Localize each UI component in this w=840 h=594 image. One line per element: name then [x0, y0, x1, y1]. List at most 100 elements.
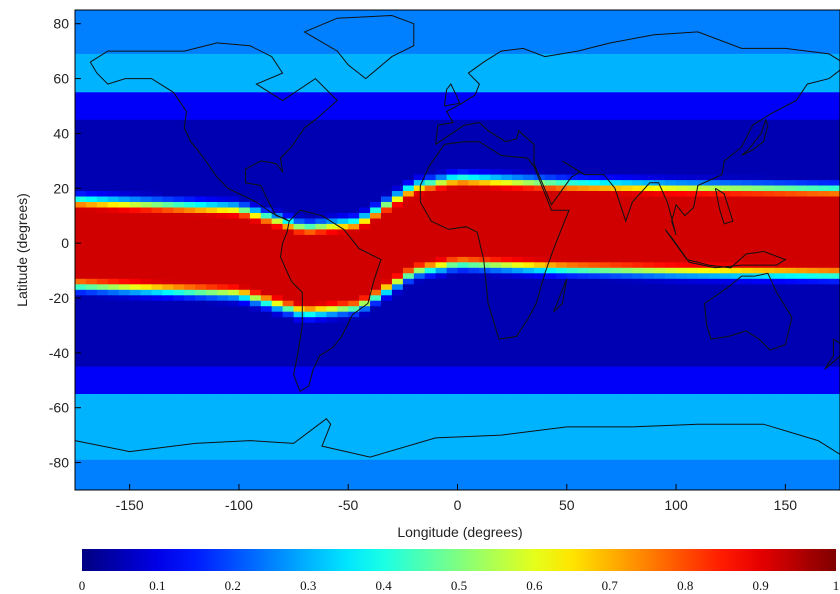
heat-cell	[249, 267, 262, 274]
heat-cell	[446, 31, 459, 38]
heat-cell	[479, 339, 491, 346]
heat-cell	[457, 361, 469, 368]
heat-cell	[293, 81, 306, 88]
heat-cell	[206, 218, 218, 225]
heat-cell	[304, 169, 316, 176]
heat-cell	[654, 130, 666, 137]
heat-cell	[391, 213, 404, 220]
heat-cell	[206, 37, 218, 44]
heat-cell	[555, 125, 568, 132]
heat-cell	[206, 470, 218, 477]
heat-cell	[512, 196, 524, 203]
heat-cell	[96, 119, 109, 126]
heat-cell	[610, 64, 622, 71]
heat-cell	[238, 399, 251, 406]
heat-cell	[402, 306, 415, 313]
heat-cell	[446, 86, 459, 93]
heat-cell	[107, 75, 120, 82]
heat-cell	[140, 311, 153, 318]
heat-cell	[260, 476, 273, 483]
heat-cell	[446, 70, 459, 77]
heat-cell	[402, 234, 415, 241]
heat-cell	[479, 147, 491, 154]
heat-cell	[512, 163, 524, 170]
heat-cell	[523, 234, 535, 241]
heat-cell	[566, 306, 579, 313]
heat-cell	[162, 377, 174, 384]
heat-cell	[435, 372, 448, 379]
heat-cell	[402, 405, 415, 412]
heat-cell	[424, 410, 437, 417]
heat-cell	[151, 311, 163, 318]
heat-cell	[577, 70, 590, 77]
heat-cell	[107, 31, 120, 38]
heat-cell	[621, 147, 633, 154]
heat-cell	[195, 333, 207, 340]
heat-cell	[468, 459, 480, 466]
heat-cell	[424, 86, 437, 93]
heat-cell	[271, 130, 284, 137]
heat-cell	[599, 432, 612, 439]
heat-cell	[337, 202, 349, 209]
heat-cell	[523, 322, 535, 329]
heat-cell	[85, 21, 98, 28]
heat-cell	[173, 355, 185, 362]
heat-cell	[238, 344, 251, 351]
heat-cell	[490, 26, 502, 33]
heat-cell	[446, 366, 459, 373]
heat-cell	[184, 234, 196, 241]
heat-cell	[359, 339, 371, 346]
heat-cell	[424, 42, 437, 49]
heat-cell	[544, 152, 557, 159]
heat-cell	[654, 37, 666, 44]
heat-cell	[359, 405, 371, 412]
heat-cell	[610, 284, 622, 291]
heat-cell	[446, 454, 459, 461]
heat-cell	[381, 333, 393, 340]
heat-cell	[129, 415, 142, 422]
heat-cell	[337, 163, 349, 170]
heat-cell	[260, 394, 273, 401]
heat-cell	[490, 103, 502, 110]
heat-cell	[566, 437, 579, 444]
heat-cell	[107, 130, 120, 137]
heat-cell	[610, 295, 622, 302]
heat-cell	[534, 234, 546, 241]
heat-cell	[326, 240, 338, 247]
heat-cell	[151, 37, 163, 44]
heat-cell	[315, 218, 327, 225]
heat-cell	[162, 119, 174, 126]
heat-cell	[446, 141, 459, 148]
heat-cell	[129, 377, 142, 384]
heat-cell	[238, 487, 251, 490]
heat-cell	[271, 256, 284, 263]
heat-cell	[490, 31, 502, 38]
heat-cell	[402, 180, 415, 187]
heat-cell	[457, 21, 469, 28]
heat-cell	[544, 355, 557, 362]
heat-cell	[293, 481, 306, 488]
heat-cell	[184, 328, 196, 335]
heat-cell	[370, 163, 382, 170]
heat-cell	[249, 448, 262, 455]
heat-cell	[501, 426, 513, 433]
heat-cell	[304, 218, 316, 225]
heat-cell	[632, 147, 644, 154]
heat-cell	[96, 289, 109, 296]
heat-cell	[315, 372, 327, 379]
heat-cell	[424, 487, 437, 490]
heat-cell	[577, 180, 590, 187]
heat-cell	[413, 476, 426, 483]
heat-cell	[337, 350, 349, 357]
heat-cell	[151, 10, 163, 17]
heat-cell	[676, 97, 688, 104]
heat-cell	[173, 388, 185, 395]
heat-cell	[512, 344, 524, 351]
heat-cell	[348, 273, 360, 280]
heat-cell	[348, 344, 360, 351]
heat-cell	[413, 119, 426, 126]
heat-cell	[479, 64, 491, 71]
heat-cell	[228, 240, 240, 247]
heat-cell	[173, 410, 185, 417]
heat-cell	[566, 103, 579, 110]
